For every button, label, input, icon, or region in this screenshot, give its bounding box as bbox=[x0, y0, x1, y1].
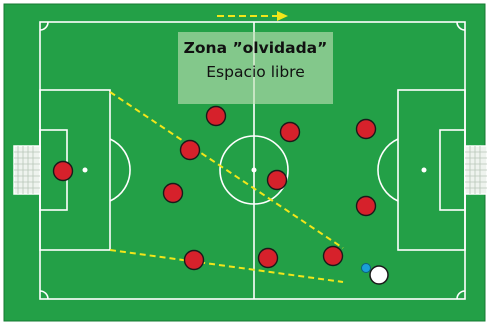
forgotten-zone-outline bbox=[109, 91, 344, 283]
right-penalty-arc bbox=[377, 138, 399, 202]
red-player bbox=[205, 105, 227, 127]
zone-subtitle: Espacio libre bbox=[206, 63, 305, 81]
left-penalty-arc bbox=[109, 138, 131, 202]
red-team bbox=[52, 105, 377, 271]
left-goal bbox=[13, 145, 41, 195]
center-circle bbox=[219, 135, 289, 205]
red-player bbox=[322, 245, 344, 267]
zone-upper-edge bbox=[109, 91, 344, 249]
attacking-player-marker bbox=[361, 263, 371, 273]
pitch-spots bbox=[82, 167, 427, 173]
zone-title: Zona ”olvidada” bbox=[183, 39, 328, 57]
attack-direction-arrow bbox=[217, 11, 288, 21]
red-player bbox=[179, 139, 201, 161]
right-penalty-spot bbox=[421, 167, 427, 173]
red-player bbox=[183, 249, 205, 271]
red-player bbox=[266, 169, 288, 191]
zone-lower-edge bbox=[109, 249, 344, 283]
corner-arc bbox=[39, 21, 49, 31]
corner-arc bbox=[456, 21, 466, 31]
red-player bbox=[162, 182, 184, 204]
red-player bbox=[355, 195, 377, 217]
red-player-goalkeeper bbox=[52, 160, 74, 182]
left-penalty-spot bbox=[82, 167, 88, 173]
red-player bbox=[355, 118, 377, 140]
corner-arc bbox=[456, 290, 466, 300]
corner-arc bbox=[39, 290, 49, 300]
ball bbox=[369, 265, 389, 285]
red-player bbox=[257, 247, 279, 269]
right-goal bbox=[464, 145, 488, 195]
forgotten-zone-label: Zona ”olvidada” Espacio libre bbox=[178, 32, 333, 104]
red-player bbox=[279, 121, 301, 143]
center-spot bbox=[251, 167, 257, 173]
